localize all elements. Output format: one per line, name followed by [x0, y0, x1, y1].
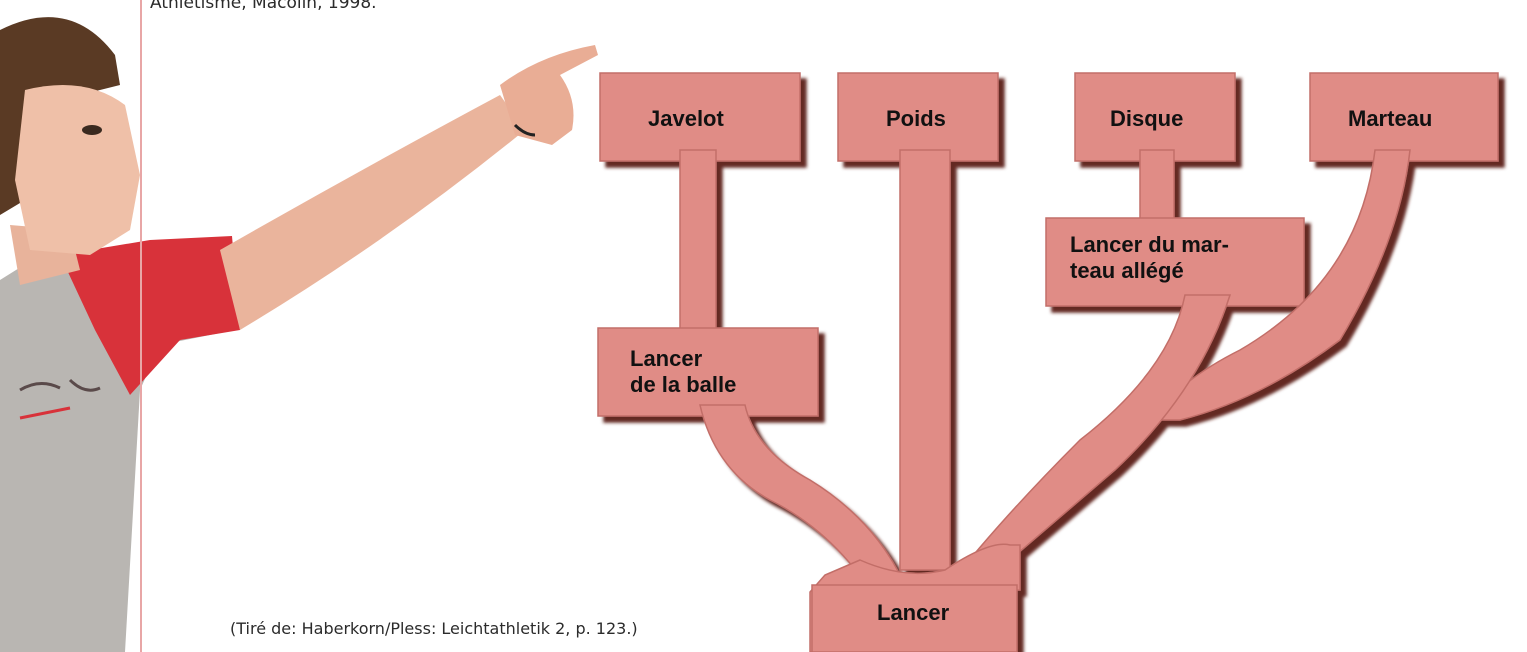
source-caption: (Tiré de: Haberkorn/Pless: Leichtathleti…: [230, 619, 638, 638]
node-marteau-allege-label: Lancer du mar- teau allégé: [1070, 232, 1229, 284]
branch-poids: [900, 150, 950, 570]
branch-lancer-balle: [700, 405, 905, 590]
branch-javelot: [680, 150, 716, 340]
node-disque-label: Disque: [1110, 106, 1183, 132]
node-poids-label: Poids: [886, 106, 946, 132]
node-lancer-balle-label: Lancer de la balle: [630, 346, 736, 398]
node-javelot-label: Javelot: [648, 106, 724, 132]
node-marteau-label: Marteau: [1348, 106, 1432, 132]
node-lancer-label: Lancer: [877, 600, 949, 626]
branch-marteau-allege: [945, 295, 1230, 590]
